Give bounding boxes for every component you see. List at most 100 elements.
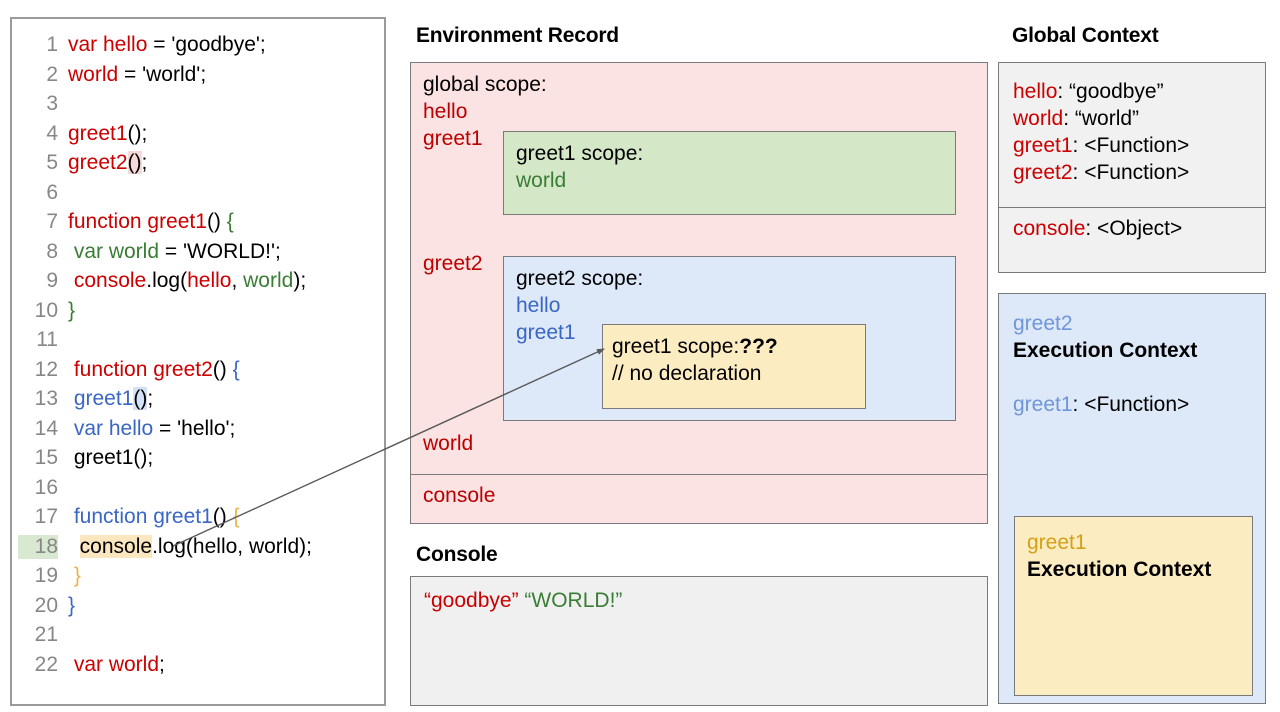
code-line[interactable]: 18 console.log(hello, world); [18,534,380,565]
code-line[interactable]: 19 } [18,564,380,594]
global-binding-greet1: greet1 [423,127,483,150]
code-token: ); [293,269,307,292]
global-context-bindings-section: hello: “goodbye” world: “world” greet1: … [999,63,1265,208]
code-token: world [243,269,294,292]
global-context-row-world: world: “world” [1013,107,1139,131]
code-line-text: } [68,594,75,618]
code-token: .log( [146,269,188,292]
code-token: { [232,357,240,381]
code-token: console [79,534,153,558]
code-line-number: 6 [46,180,58,204]
code-line[interactable]: 16 [18,476,380,506]
global-binding-greet2: greet2 [423,252,483,275]
code-line-number: 22 [34,652,58,676]
code-line[interactable]: 14 var hello = 'hello'; [18,417,380,447]
code-line[interactable]: 21 [18,623,380,653]
code-token: } [68,564,81,587]
code-line[interactable]: 3 [18,92,380,122]
code-line-number: 12 [34,357,58,381]
code-line-number: 20 [34,593,58,617]
code-token: var hello [68,416,154,440]
code-token: () [127,151,142,174]
code-line-text: greet1(); [68,122,147,146]
global-context-key-greet2: greet2 [1013,161,1073,184]
greet1-scope-box: greet1 scope: world [503,131,956,215]
code-token: greet1 [68,121,128,145]
global-context-value-greet2: : <Function> [1072,161,1190,184]
code-line[interactable]: 20} [18,594,380,624]
global-context-console-section: console: <Object> [999,207,1265,272]
greet1-scope-heading: greet1 scope: [516,142,644,165]
code-line-text: world = 'world'; [68,63,206,87]
code-line[interactable]: 22 var world; [18,653,380,683]
code-line-text: console.log(hello, world); [68,534,312,559]
code-token: ; [159,652,165,676]
code-line-text: greet1(); [68,446,153,470]
code-line[interactable]: 12 function greet2() { [18,358,380,388]
greet1-execution-context-panel: greet1 Execution Context [1014,516,1253,696]
code-token: world [68,62,119,86]
code-line[interactable]: 13 greet1(); [18,387,380,417]
code-token: , [231,269,244,292]
console-output-token: “goodbye” [424,589,519,612]
code-line[interactable]: 9 console.log(hello, world); [18,269,380,299]
code-line[interactable]: 8 var world = 'WORLD!'; [18,240,380,270]
greet2-scope-heading: greet2 scope: [516,267,644,290]
greet1-execution-context-subtitle: Execution Context [1027,558,1212,581]
global-context-value-greet1: : <Function> [1072,134,1190,157]
code-line-number: 5 [46,151,58,174]
code-token: () [133,387,148,410]
global-context-key-hello: hello [1013,80,1058,103]
code-line[interactable]: 11 [18,328,380,358]
console-output: “goodbye” “WORLD!” [424,589,622,613]
code-token: greet2 [68,151,128,174]
code-token: = 'hello'; [153,416,236,440]
console-panel[interactable]: “goodbye” “WORLD!” [410,576,988,706]
code-line[interactable]: 4 greet1(); [18,122,380,152]
code-line[interactable]: 10} [18,299,380,329]
code-token: function greet2 [68,357,213,381]
environment-record-panel: global scope: hello greet1 greet2 world … [410,62,988,524]
greet1-execution-context-name: greet1 [1027,531,1087,554]
code-line-text: greet1(); [68,387,153,411]
code-line-number: 10 [34,298,58,322]
code-token: (); [127,121,148,145]
code-token: { [226,210,234,233]
code-line-number: 11 [36,328,58,351]
code-line-number: 13 [34,387,58,410]
greet2-execution-context-panel: greet2 Execution Context greet1: <Functi… [998,293,1266,704]
greet2-ec-binding-value: : <Function> [1072,393,1190,416]
code-line-text: var hello = 'hello'; [68,416,236,441]
code-token: greet1(); [68,446,154,469]
code-line-number: 4 [46,121,58,145]
global-context-panel: hello: “goodbye” world: “world” greet1: … [998,62,1266,273]
code-line-number: 17 [34,505,58,528]
global-context-row-greet1: greet1: <Function> [1013,134,1189,158]
code-line-text: function greet1() { [68,505,240,529]
global-context-row-greet2: greet2: <Function> [1013,161,1189,185]
code-token: = 'WORLD!'; [159,239,281,263]
inner-greet1-scope-comment: // no declaration [612,362,762,385]
global-context-value-console: : <Object> [1085,217,1183,240]
code-token: = 'world'; [118,62,207,86]
code-line[interactable]: 6 [18,181,380,211]
environment-record-title: Environment Record [416,24,619,47]
global-context-value-world: : “world” [1063,107,1140,130]
console-output-token: “WORLD!” [524,589,623,612]
global-context-title: Global Context [1012,24,1159,47]
global-context-key-world: world [1013,107,1064,130]
global-binding-hello: hello [423,100,468,123]
code-token: { [232,505,240,528]
environment-record-console-section: console [411,474,987,523]
code-line-number: 1 [46,33,58,56]
code-line[interactable]: 17 function greet1() { [18,505,380,535]
code-token: var world [68,239,160,263]
code-line[interactable]: 15 greet1(); [18,446,380,476]
greet1-scope-var-world: world [516,169,567,192]
global-context-value-hello: : “goodbye” [1057,80,1164,103]
